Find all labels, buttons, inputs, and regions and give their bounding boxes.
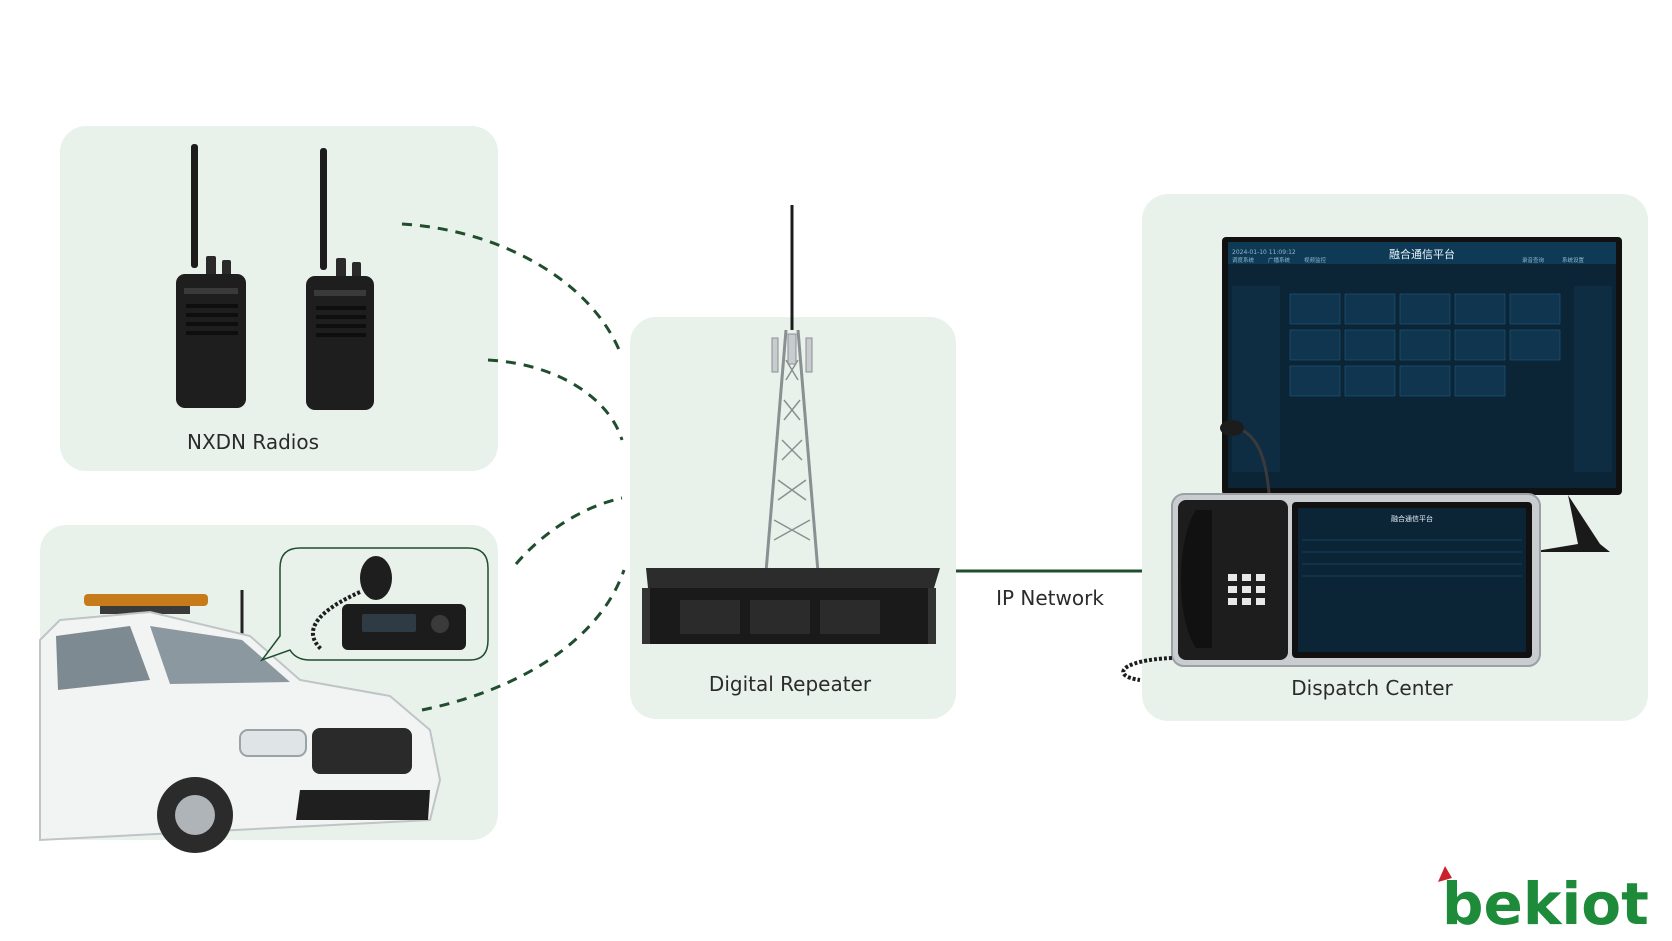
walkie-talkie-1-icon <box>176 144 246 408</box>
dispatch-label: Dispatch Center <box>1291 676 1453 700</box>
wireless-link-vehicle-2 <box>421 569 626 712</box>
radios-panel <box>60 126 498 471</box>
wireless-links <box>401 222 626 712</box>
repeater-panel <box>630 317 956 719</box>
repeater-label: Digital Repeater <box>708 672 872 696</box>
dispatch-console-icon: 融合通信平台 <box>1121 420 1541 682</box>
walkie-talkie-2-icon <box>306 148 374 410</box>
mobile-radio-bubble <box>259 547 489 662</box>
monitor-tab-2: 广播系统 <box>1268 256 1291 264</box>
ip-network-label: IP Network <box>996 586 1104 610</box>
wireless-link-radio-2 <box>487 358 624 441</box>
console-title: 融合通信平台 <box>1391 514 1433 523</box>
bekiot-logo: bekiot <box>1438 866 1649 938</box>
monitor-tab-1: 调度系统 <box>1232 256 1255 264</box>
monitor-title: 融合通信平台 <box>1389 247 1455 261</box>
wireless-link-radio-1 <box>401 222 622 353</box>
svg-text:bekiot: bekiot <box>1442 870 1649 938</box>
wireless-link-vehicle-1 <box>514 496 623 565</box>
monitor-icon: 融合通信平台 2024-01-10 11:09:12 调度系统 广播系统 视频监… <box>1222 237 1622 552</box>
radios-label: NXDN Radios <box>186 430 319 454</box>
monitor-top-right-1: 录音查询 <box>1522 256 1545 264</box>
mobile-radio-icon <box>310 556 466 652</box>
monitor-tab-3: 视频监控 <box>1304 256 1327 264</box>
tower-icon <box>764 205 820 573</box>
vehicle-icon <box>39 590 442 853</box>
monitor-top-right-2: 系统设置 <box>1562 256 1585 264</box>
monitor-date: 2024-01-10 11:09:12 <box>1232 249 1296 256</box>
repeater-icon <box>642 568 940 644</box>
